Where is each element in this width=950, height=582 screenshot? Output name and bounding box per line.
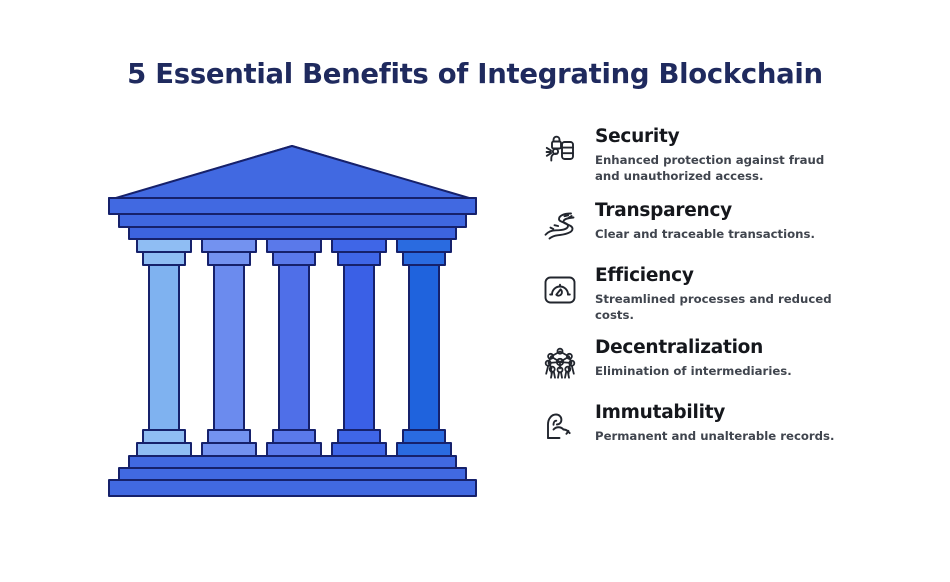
flexed-arm-icon bbox=[537, 404, 583, 450]
capital-echinus-3 bbox=[272, 251, 316, 266]
column-base-lo-2 bbox=[201, 442, 257, 457]
capital-echinus-4 bbox=[337, 251, 381, 266]
column-shaft-1 bbox=[148, 264, 180, 431]
benefit-text-immutability: Immutability Permanent and unalterable r… bbox=[595, 402, 867, 444]
security-lock-server-icon bbox=[537, 128, 583, 174]
column-base-up-4 bbox=[337, 429, 381, 444]
benefit-item-immutability: Immutability Permanent and unalterable r… bbox=[537, 402, 867, 450]
benefit-desc-decentralization: Elimination of intermediaries. bbox=[595, 363, 792, 378]
benefit-item-security: Security Enhanced protection against fra… bbox=[537, 126, 867, 184]
temple-base-step-2 bbox=[118, 467, 467, 481]
temple-cornice bbox=[108, 197, 477, 215]
capital-abacus-2 bbox=[201, 238, 257, 253]
capital-abacus-4 bbox=[331, 238, 387, 253]
column-base-lo-4 bbox=[331, 442, 387, 457]
benefit-title-transparency: Transparency bbox=[595, 200, 732, 221]
column-base-up-3 bbox=[272, 429, 316, 444]
benefit-title-efficiency: Efficiency bbox=[595, 265, 694, 286]
benefit-title-security: Security bbox=[595, 126, 680, 147]
capital-echinus-1 bbox=[142, 251, 186, 266]
benefit-text-transparency: Transparency Clear and traceable transac… bbox=[595, 200, 867, 242]
capital-abacus-3 bbox=[266, 238, 322, 253]
temple-architrave bbox=[128, 226, 457, 240]
temple-roof-overhang bbox=[108, 145, 477, 201]
speedometer-gauge-icon bbox=[537, 267, 583, 313]
benefits-list: Security Enhanced protection against fra… bbox=[537, 126, 867, 450]
greek-temple-illustration bbox=[95, 138, 490, 498]
benefit-text-efficiency: Efficiency Streamlined processes and red… bbox=[595, 265, 867, 323]
column-base-up-2 bbox=[207, 429, 251, 444]
winding-road-icon bbox=[537, 202, 583, 248]
capital-abacus-1 bbox=[136, 238, 192, 253]
benefit-text-decentralization: Decentralization Elimination of intermed… bbox=[595, 337, 867, 379]
capital-echinus-5 bbox=[402, 251, 446, 266]
benefit-item-efficiency: Efficiency Streamlined processes and red… bbox=[537, 265, 867, 323]
capital-abacus-5 bbox=[396, 238, 452, 253]
page-title: 5 Essential Benefits of Integrating Bloc… bbox=[127, 58, 823, 90]
benefit-text-security: Security Enhanced protection against fra… bbox=[595, 126, 867, 184]
temple-frieze bbox=[118, 213, 467, 228]
benefit-desc-efficiency: Streamlined processes and reduced costs. bbox=[595, 291, 832, 322]
capital-echinus-2 bbox=[207, 251, 251, 266]
column-base-up-1 bbox=[142, 429, 186, 444]
column-shaft-2 bbox=[213, 264, 245, 431]
benefit-desc-security: Enhanced protection against fraud and un… bbox=[595, 152, 825, 183]
benefit-item-decentralization: Decentralization Elimination of intermed… bbox=[537, 337, 867, 385]
column-shaft-3 bbox=[278, 264, 310, 431]
column-base-up-5 bbox=[402, 429, 446, 444]
column-shaft-5 bbox=[408, 264, 440, 431]
column-base-lo-3 bbox=[266, 442, 322, 457]
column-shaft-4 bbox=[343, 264, 375, 431]
benefit-item-transparency: Transparency Clear and traceable transac… bbox=[537, 200, 867, 248]
network-nodes-icon bbox=[537, 339, 583, 385]
temple-base-step-3 bbox=[128, 455, 457, 469]
temple-base-step-1 bbox=[108, 479, 477, 497]
benefit-desc-immutability: Permanent and unalterable records. bbox=[595, 428, 835, 443]
column-base-lo-5 bbox=[396, 442, 452, 457]
benefit-title-decentralization: Decentralization bbox=[595, 337, 764, 358]
temple-svg bbox=[108, 145, 477, 497]
benefit-desc-transparency: Clear and traceable transactions. bbox=[595, 226, 815, 241]
column-base-lo-1 bbox=[136, 442, 192, 457]
benefit-title-immutability: Immutability bbox=[595, 402, 726, 423]
